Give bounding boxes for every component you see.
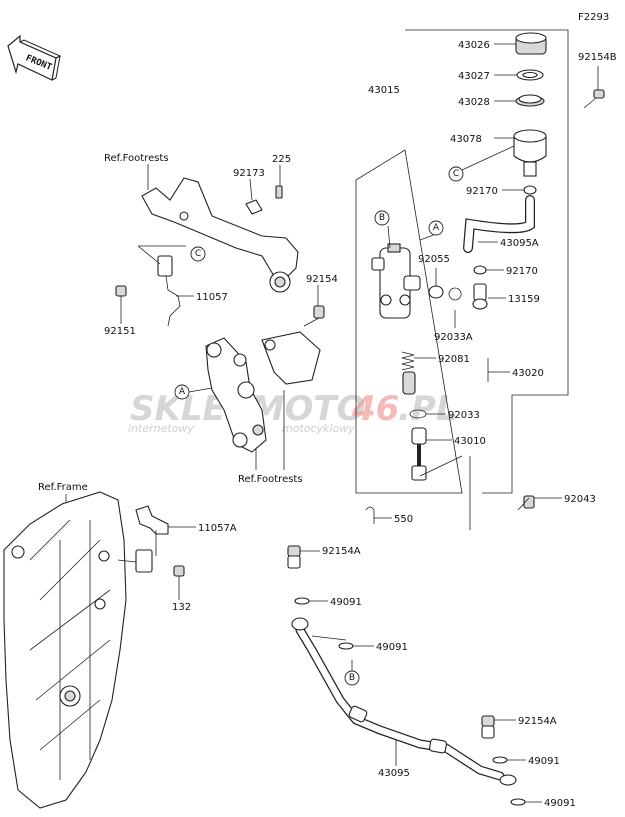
svg-text:C: C bbox=[453, 169, 459, 179]
leader-frame-switch bbox=[117, 559, 137, 563]
o-ring-92055 bbox=[428, 285, 444, 299]
spring-92081 bbox=[401, 351, 415, 371]
leader-hose-top bbox=[311, 635, 347, 641]
brake-pedal-linkage bbox=[205, 337, 267, 453]
piston-43020 bbox=[402, 371, 416, 395]
label-11057A: 11057A bbox=[198, 523, 237, 534]
label-92154B: 92154B bbox=[578, 52, 617, 63]
fitting-13159 bbox=[472, 283, 488, 310]
callout-C-bracket: C bbox=[190, 246, 206, 262]
label-49091-1: 49091 bbox=[330, 597, 362, 608]
callout-A-cylinder: A bbox=[428, 220, 444, 236]
callout-C-reservoir: C bbox=[448, 145, 515, 182]
cotter-pin-550 bbox=[365, 506, 375, 524]
master-cylinder-body bbox=[371, 243, 421, 319]
svg-text:A: A bbox=[179, 387, 186, 397]
brake-pedal-bracket bbox=[261, 331, 321, 385]
label-92033: 92033 bbox=[448, 410, 480, 421]
watermark-part2: 46 bbox=[351, 389, 399, 429]
label-92173: 92173 bbox=[233, 168, 265, 179]
bolt-225 bbox=[275, 185, 283, 199]
clip-92173 bbox=[245, 199, 263, 215]
label-43026: 43026 bbox=[458, 40, 490, 51]
label-ref-footrests-top: Ref.Footrests bbox=[104, 153, 169, 164]
label-92043: 92043 bbox=[564, 494, 596, 505]
label-92033A: 92033A bbox=[434, 332, 473, 343]
watermark-sub-right: motocyklowy bbox=[282, 422, 355, 435]
label-43010: 43010 bbox=[454, 436, 486, 447]
callout-B-hose: B bbox=[344, 660, 360, 686]
label-49091-2: 49091 bbox=[376, 642, 408, 653]
watermark-sub-left: internetowy bbox=[128, 422, 194, 435]
hose-43095A bbox=[463, 195, 535, 253]
leader-92173 bbox=[249, 178, 253, 201]
label-13159: 13159 bbox=[508, 294, 540, 305]
label-92151: 92151 bbox=[104, 326, 136, 337]
leaders-right bbox=[374, 43, 599, 530]
bolt-92154A-upper bbox=[287, 545, 301, 569]
bolt-92154A-lower bbox=[481, 715, 495, 739]
bolt-132 bbox=[173, 565, 185, 577]
circlip-92033A bbox=[448, 287, 462, 301]
bolt-92154B bbox=[583, 89, 605, 109]
washer-49091-1 bbox=[294, 597, 310, 605]
washer-49091-4 bbox=[510, 798, 526, 806]
clamp-92170-lower bbox=[473, 265, 487, 275]
assembly-43015-frame bbox=[355, 29, 569, 494]
hose-43095 bbox=[291, 617, 517, 786]
label-49091-3: 49091 bbox=[528, 756, 560, 767]
reservoir-cap-43026 bbox=[515, 32, 547, 55]
plate-43028 bbox=[515, 94, 545, 107]
label-225: 225 bbox=[272, 154, 291, 165]
label-132: 132 bbox=[172, 602, 191, 613]
svg-text:B: B bbox=[349, 673, 355, 683]
switch-11057 bbox=[157, 255, 181, 327]
label-92154A-upper: 92154A bbox=[322, 546, 361, 557]
push-rod-43010 bbox=[411, 427, 427, 481]
label-92170-upper: 92170 bbox=[466, 186, 498, 197]
washer-49091-2 bbox=[338, 642, 354, 650]
bolt-92154 bbox=[303, 305, 325, 327]
label-92170-lower: 92170 bbox=[506, 266, 538, 277]
label-11057: 11057 bbox=[196, 292, 228, 303]
label-43095A: 43095A bbox=[500, 238, 539, 249]
label-92154A-lower: 92154A bbox=[518, 716, 557, 727]
label-92081: 92081 bbox=[438, 354, 470, 365]
label-550: 550 bbox=[394, 514, 413, 525]
switch-bracket-11057A bbox=[135, 505, 169, 573]
label-43020: 43020 bbox=[512, 368, 544, 379]
callout-B-cylinder: B bbox=[374, 210, 390, 226]
bolt-92043 bbox=[517, 495, 535, 511]
clamp-92170-upper bbox=[523, 185, 537, 195]
callout-A-pedal: A bbox=[174, 384, 213, 400]
watermark-part3: .PL bbox=[398, 389, 458, 429]
label-ref-footrests-bottom: Ref.Footrests bbox=[238, 474, 303, 485]
washer-49091-3 bbox=[492, 756, 508, 764]
diaphragm-43027 bbox=[516, 69, 544, 81]
reservoir-43078 bbox=[513, 129, 547, 177]
label-43015: 43015 bbox=[368, 85, 400, 96]
label-43095: 43095 bbox=[378, 768, 410, 779]
frame-section bbox=[3, 491, 127, 809]
footrest-bracket bbox=[141, 177, 299, 293]
svg-text:B: B bbox=[379, 213, 385, 223]
label-ref-frame: Ref.Frame bbox=[38, 482, 88, 493]
label-43028: 43028 bbox=[458, 97, 490, 108]
label-92055: 92055 bbox=[418, 254, 450, 265]
diagram-code: F2293 bbox=[578, 12, 609, 23]
label-43027: 43027 bbox=[458, 71, 490, 82]
svg-text:C: C bbox=[195, 249, 201, 259]
bolt-92151 bbox=[115, 285, 127, 297]
label-49091-4: 49091 bbox=[544, 798, 576, 809]
label-92154: 92154 bbox=[306, 274, 338, 285]
leader-switch-bracket-2 bbox=[137, 245, 161, 265]
svg-text:A: A bbox=[433, 223, 440, 233]
front-arrow-icon: FRONT bbox=[7, 34, 62, 81]
label-43078: 43078 bbox=[450, 134, 482, 145]
